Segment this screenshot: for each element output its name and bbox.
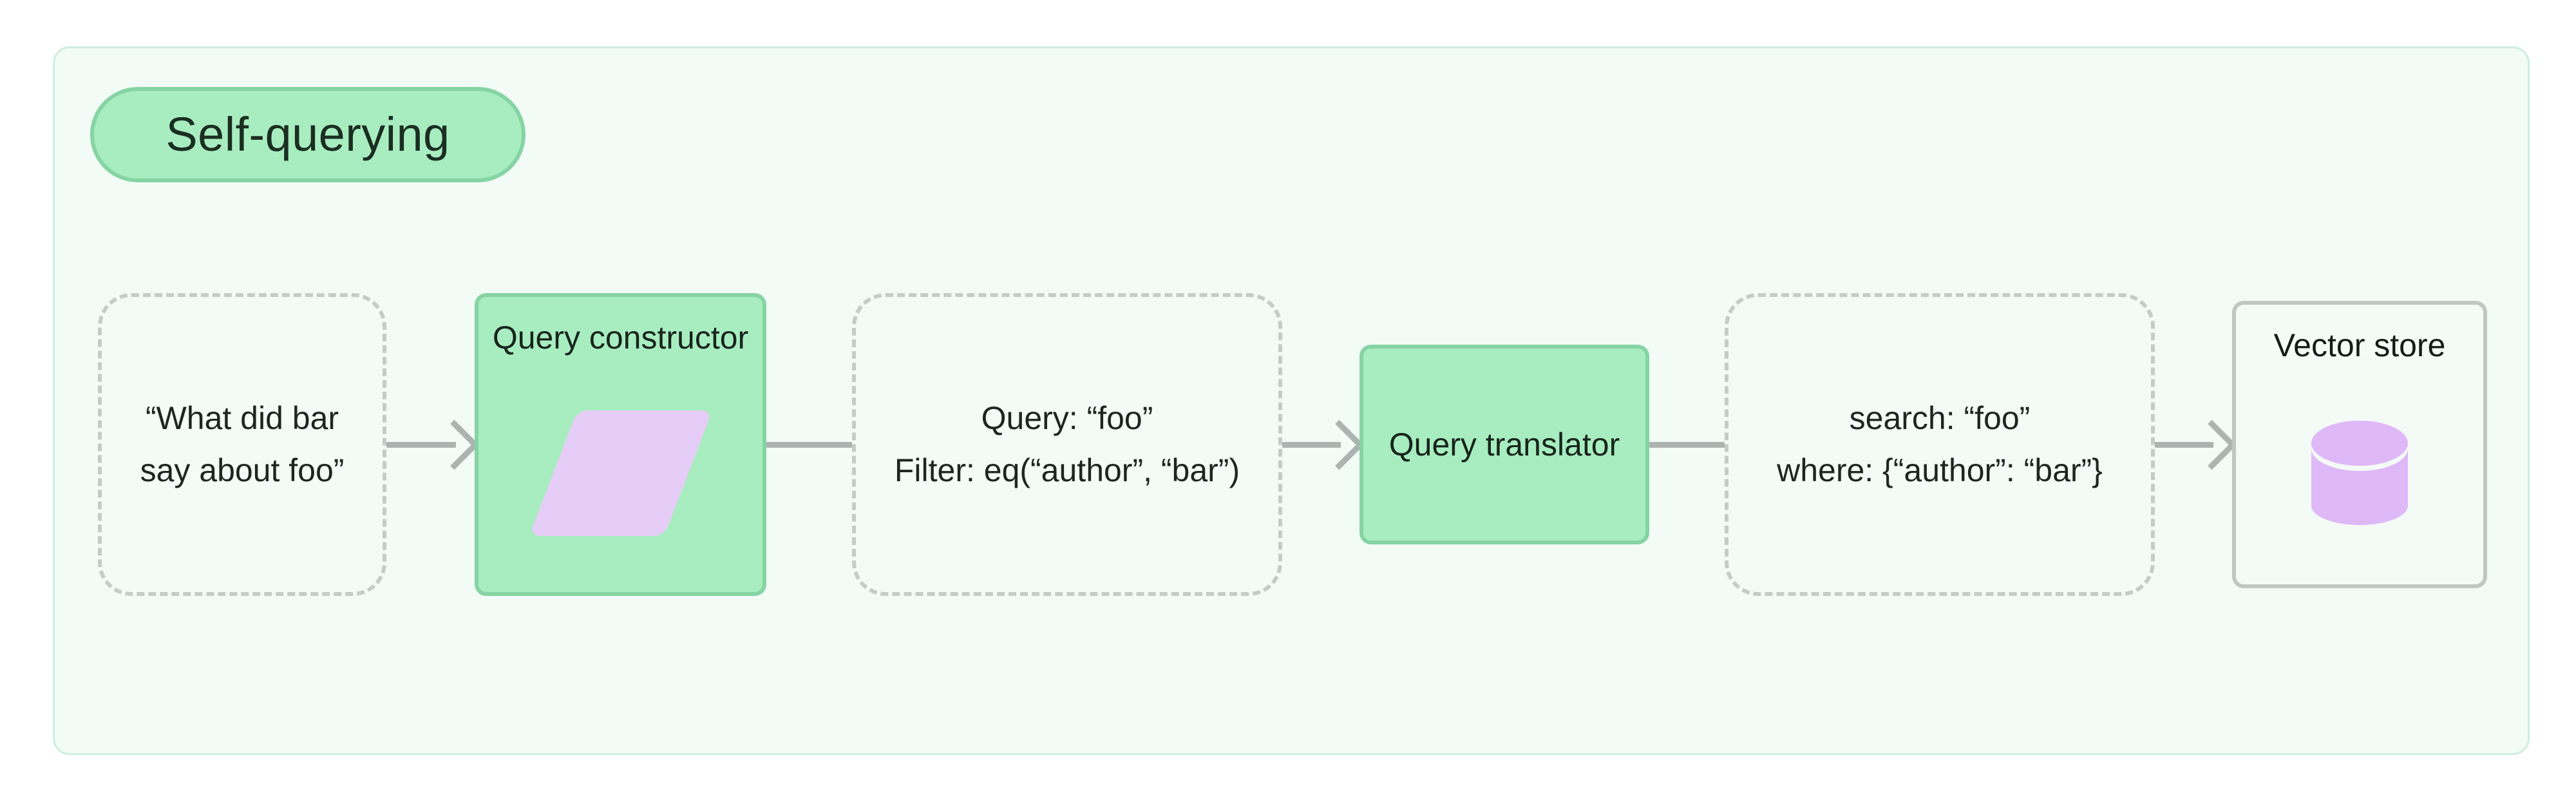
node-query-translator-label: Query translator <box>1388 426 1620 463</box>
connector-native-query-to-vector-store <box>2155 293 2237 596</box>
node-query-translator[interactable]: Query translator <box>1359 345 1649 544</box>
connector-line <box>386 441 456 448</box>
node-user-query-line-2: say about foo” <box>140 452 345 488</box>
parallelogram-icon <box>529 410 712 536</box>
connector-structured-query-to-query-translator <box>1282 293 1365 596</box>
node-structured-query-line-2: Filter: eq(“author”, “bar”) <box>894 452 1240 488</box>
connector-line <box>1282 441 1341 448</box>
node-query-constructor[interactable]: Query constructor <box>475 293 766 596</box>
node-query-constructor-label: Query constructor <box>492 320 749 356</box>
connector-line <box>2155 441 2213 448</box>
flow-row: “What did bar say about foo” Query const… <box>0 293 2576 596</box>
node-native-query-line-1: search: “foo” <box>1849 400 2031 436</box>
node-native-query-line-2: where: {“author”: “bar”} <box>1777 452 2103 488</box>
database-cylinder-icon <box>2311 421 2408 525</box>
node-vector-store[interactable]: Vector store <box>2232 301 2487 588</box>
arrowhead-icon <box>2186 419 2237 470</box>
group-title-pill: Self-querying <box>90 87 526 182</box>
node-user-query[interactable]: “What did bar say about foo” <box>98 293 386 596</box>
arrowhead-icon <box>429 419 480 470</box>
group-title-label: Self-querying <box>166 108 450 161</box>
node-user-query-line-1: “What did bar <box>145 400 339 436</box>
node-native-query[interactable]: search: “foo” where: {“author”: “bar”} <box>1725 293 2155 596</box>
connector-query-translator-to-native-query <box>1649 293 1725 596</box>
arrowhead-icon <box>1314 419 1365 470</box>
connector-line <box>766 441 852 448</box>
node-vector-store-label: Vector store <box>2273 327 2446 363</box>
node-structured-query[interactable]: Query: “foo” Filter: eq(“author”, “bar”) <box>852 293 1282 596</box>
connector-user-query-to-query-constructor <box>386 293 480 596</box>
connector-query-constructor-to-structured-query <box>766 293 852 596</box>
node-structured-query-line-1: Query: “foo” <box>981 400 1153 436</box>
cylinder-top <box>2311 421 2408 466</box>
connector-line <box>1649 441 1725 448</box>
